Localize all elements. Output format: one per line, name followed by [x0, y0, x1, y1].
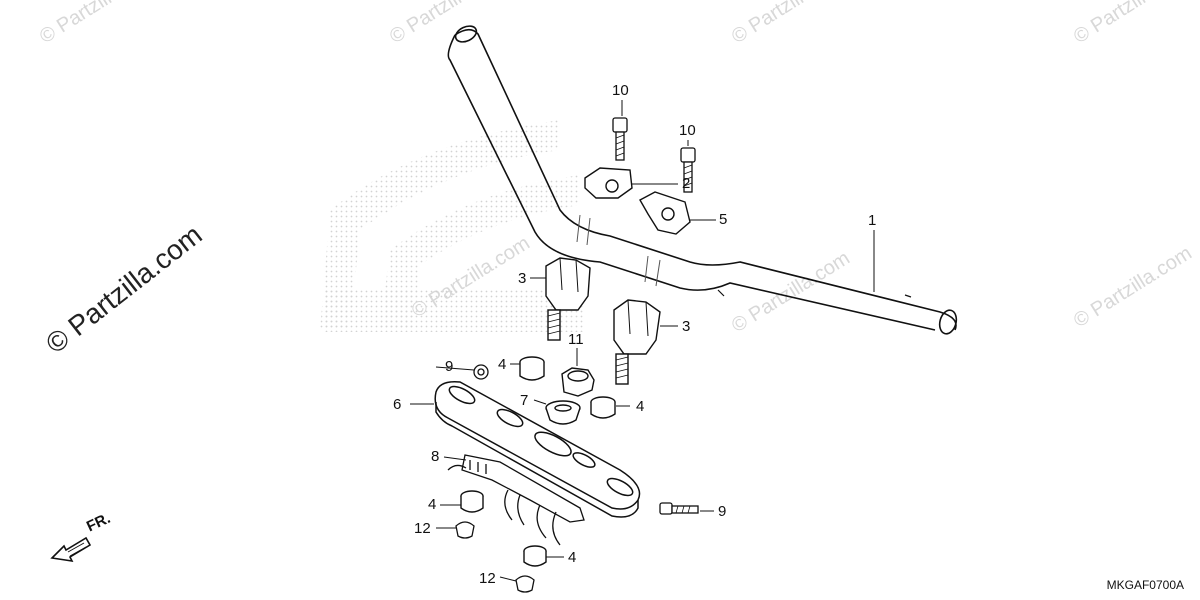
callout-top-bridge: 6 — [393, 396, 402, 413]
bolt-right — [680, 147, 696, 193]
callout-cap-a: 12 — [414, 520, 431, 537]
callout-riser-right: 3 — [682, 318, 691, 335]
callout-collar: 7 — [520, 392, 529, 409]
diagram-code: MKGAF0700A — [1106, 578, 1184, 592]
callout-handlebar: 1 — [868, 212, 877, 229]
cap-b — [515, 575, 535, 593]
rubber-c — [460, 490, 484, 513]
top-bridge — [434, 380, 641, 518]
callout-bolt-small: 9 — [445, 358, 454, 375]
callout-bolt-flange: 9 — [718, 503, 727, 520]
callout-riser-left: 3 — [518, 270, 527, 287]
callout-bolt-left: 10 — [612, 82, 629, 99]
callout-rubber-b: 4 — [636, 398, 645, 415]
callout-rubber-c: 4 — [428, 496, 437, 513]
callout-upper-holder-a: 2 — [682, 175, 691, 192]
rubber-d — [523, 545, 547, 567]
bolt-small — [473, 364, 489, 380]
callout-cap-b: 12 — [479, 570, 496, 587]
rubber-b — [590, 396, 616, 419]
callout-upper-holder-b: 5 — [719, 211, 728, 228]
bracket — [447, 454, 585, 546]
bolt-left — [612, 117, 628, 161]
riser-right — [613, 299, 661, 385]
callout-bracket: 8 — [431, 448, 440, 465]
cap-a — [455, 521, 475, 539]
nut — [561, 367, 595, 397]
handlebar — [447, 25, 958, 335]
callout-nut: 11 — [568, 331, 584, 348]
rubber-a — [519, 356, 545, 381]
background-logo — [320, 120, 585, 332]
callout-rubber-a: 4 — [498, 356, 507, 373]
bolt-flange — [659, 502, 699, 515]
arrow-left-down-icon — [50, 536, 92, 563]
upper-holder-b — [639, 191, 691, 235]
callout-rubber-d: 4 — [568, 549, 577, 566]
upper-holder-a — [584, 167, 633, 199]
riser-left — [545, 257, 591, 341]
leader-lines — [410, 100, 875, 582]
collar — [545, 400, 581, 425]
callout-bolt-right: 10 — [679, 122, 696, 139]
